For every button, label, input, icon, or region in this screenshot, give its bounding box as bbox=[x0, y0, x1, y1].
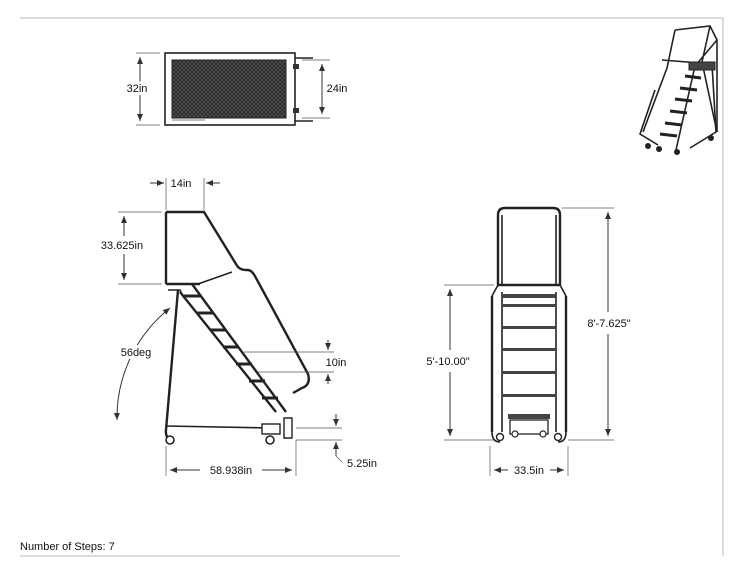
side-caster-rear bbox=[165, 435, 175, 445]
front-handrail-top bbox=[496, 206, 562, 285]
top-view-frame bbox=[164, 52, 296, 126]
side-treads bbox=[184, 294, 278, 400]
front-handrail-inner bbox=[501, 215, 557, 285]
dim-32-label-bg: 32in bbox=[137, 83, 158, 95]
top-view: 32in 32in 24in bbox=[127, 52, 348, 126]
front-inner-stringers bbox=[501, 292, 557, 432]
iso-tread-3 bbox=[679, 86, 698, 92]
dim-angle-arc bbox=[113, 307, 171, 421]
side-handrail bbox=[166, 210, 310, 395]
front-post-bends bbox=[491, 284, 567, 297]
top-view-bracket-lower bbox=[293, 108, 299, 113]
dim-10-label: 10in bbox=[326, 357, 347, 369]
front-treads bbox=[502, 294, 556, 419]
dim-angle-label: 56deg bbox=[121, 347, 152, 359]
side-base-bracket bbox=[261, 423, 281, 435]
iso-caster-4 bbox=[708, 135, 714, 141]
side-midrail bbox=[197, 271, 233, 285]
front-tread-7 bbox=[508, 414, 550, 419]
iso-side-rails bbox=[642, 61, 718, 151]
dim-525-label: 5.25in bbox=[347, 458, 377, 470]
side-view: 14in 33.625in 56deg 56deg 10in 58.938in … bbox=[101, 178, 377, 477]
front-tread-6 bbox=[502, 394, 556, 397]
front-base-frame bbox=[509, 419, 549, 435]
dim-510-label: 5'-10.00" bbox=[426, 356, 469, 368]
front-tread-5 bbox=[502, 371, 556, 374]
dim-335-label: 33.5in bbox=[514, 465, 544, 477]
top-view-bracket-upper bbox=[293, 64, 299, 69]
side-base-rail bbox=[165, 425, 271, 429]
iso-treads bbox=[659, 64, 709, 138]
front-tread-4 bbox=[502, 348, 556, 351]
dim-32-label: 32in bbox=[127, 83, 148, 95]
iso-tread-7 bbox=[659, 132, 678, 138]
front-tread-3 bbox=[502, 326, 556, 329]
front-outer-posts bbox=[490, 296, 568, 432]
iso-tread-5 bbox=[669, 109, 688, 115]
front-caster-inner-left bbox=[511, 430, 519, 438]
side-lock-pedal bbox=[283, 417, 293, 439]
dim-525-leader bbox=[335, 455, 343, 463]
side-platform-bracket bbox=[168, 289, 185, 299]
side-rear-leg bbox=[164, 289, 180, 442]
iso-tread-2 bbox=[684, 74, 702, 80]
front-view: 5'-10.00" 8'-7.625" 33.5in bbox=[426, 206, 631, 477]
iso-caster-1 bbox=[645, 143, 651, 149]
front-caster-right bbox=[553, 432, 563, 442]
dim-58-label: 58.938in bbox=[210, 465, 252, 477]
front-caster-inner-right bbox=[539, 430, 547, 438]
top-view-platform-grating bbox=[171, 59, 287, 119]
side-stringer-back bbox=[179, 291, 277, 413]
iso-caster-3 bbox=[674, 149, 680, 155]
sheet-border bbox=[20, 17, 724, 556]
iso-top-platform bbox=[688, 61, 716, 71]
iso-caster-2 bbox=[656, 146, 662, 152]
dim-24-label: 24in bbox=[327, 83, 348, 95]
front-tread-1 bbox=[502, 294, 556, 298]
iso-view bbox=[639, 25, 718, 155]
steps-note: Number of Steps: 7 bbox=[20, 541, 115, 553]
front-caster-left bbox=[495, 432, 505, 442]
dim-87-label: 8'-7.625" bbox=[587, 318, 630, 330]
side-caster-front bbox=[265, 435, 275, 445]
iso-tread-4 bbox=[674, 97, 693, 103]
front-tread-2 bbox=[502, 304, 556, 307]
front-feet bbox=[491, 431, 567, 443]
iso-frame bbox=[639, 59, 717, 149]
dim-angle-label-bg: 56deg bbox=[121, 347, 152, 359]
iso-tread-6 bbox=[664, 121, 683, 127]
dim-14-label: 14in bbox=[171, 178, 192, 190]
iso-handrail-top bbox=[666, 25, 718, 132]
dim-33-label: 33.625in bbox=[101, 240, 143, 252]
